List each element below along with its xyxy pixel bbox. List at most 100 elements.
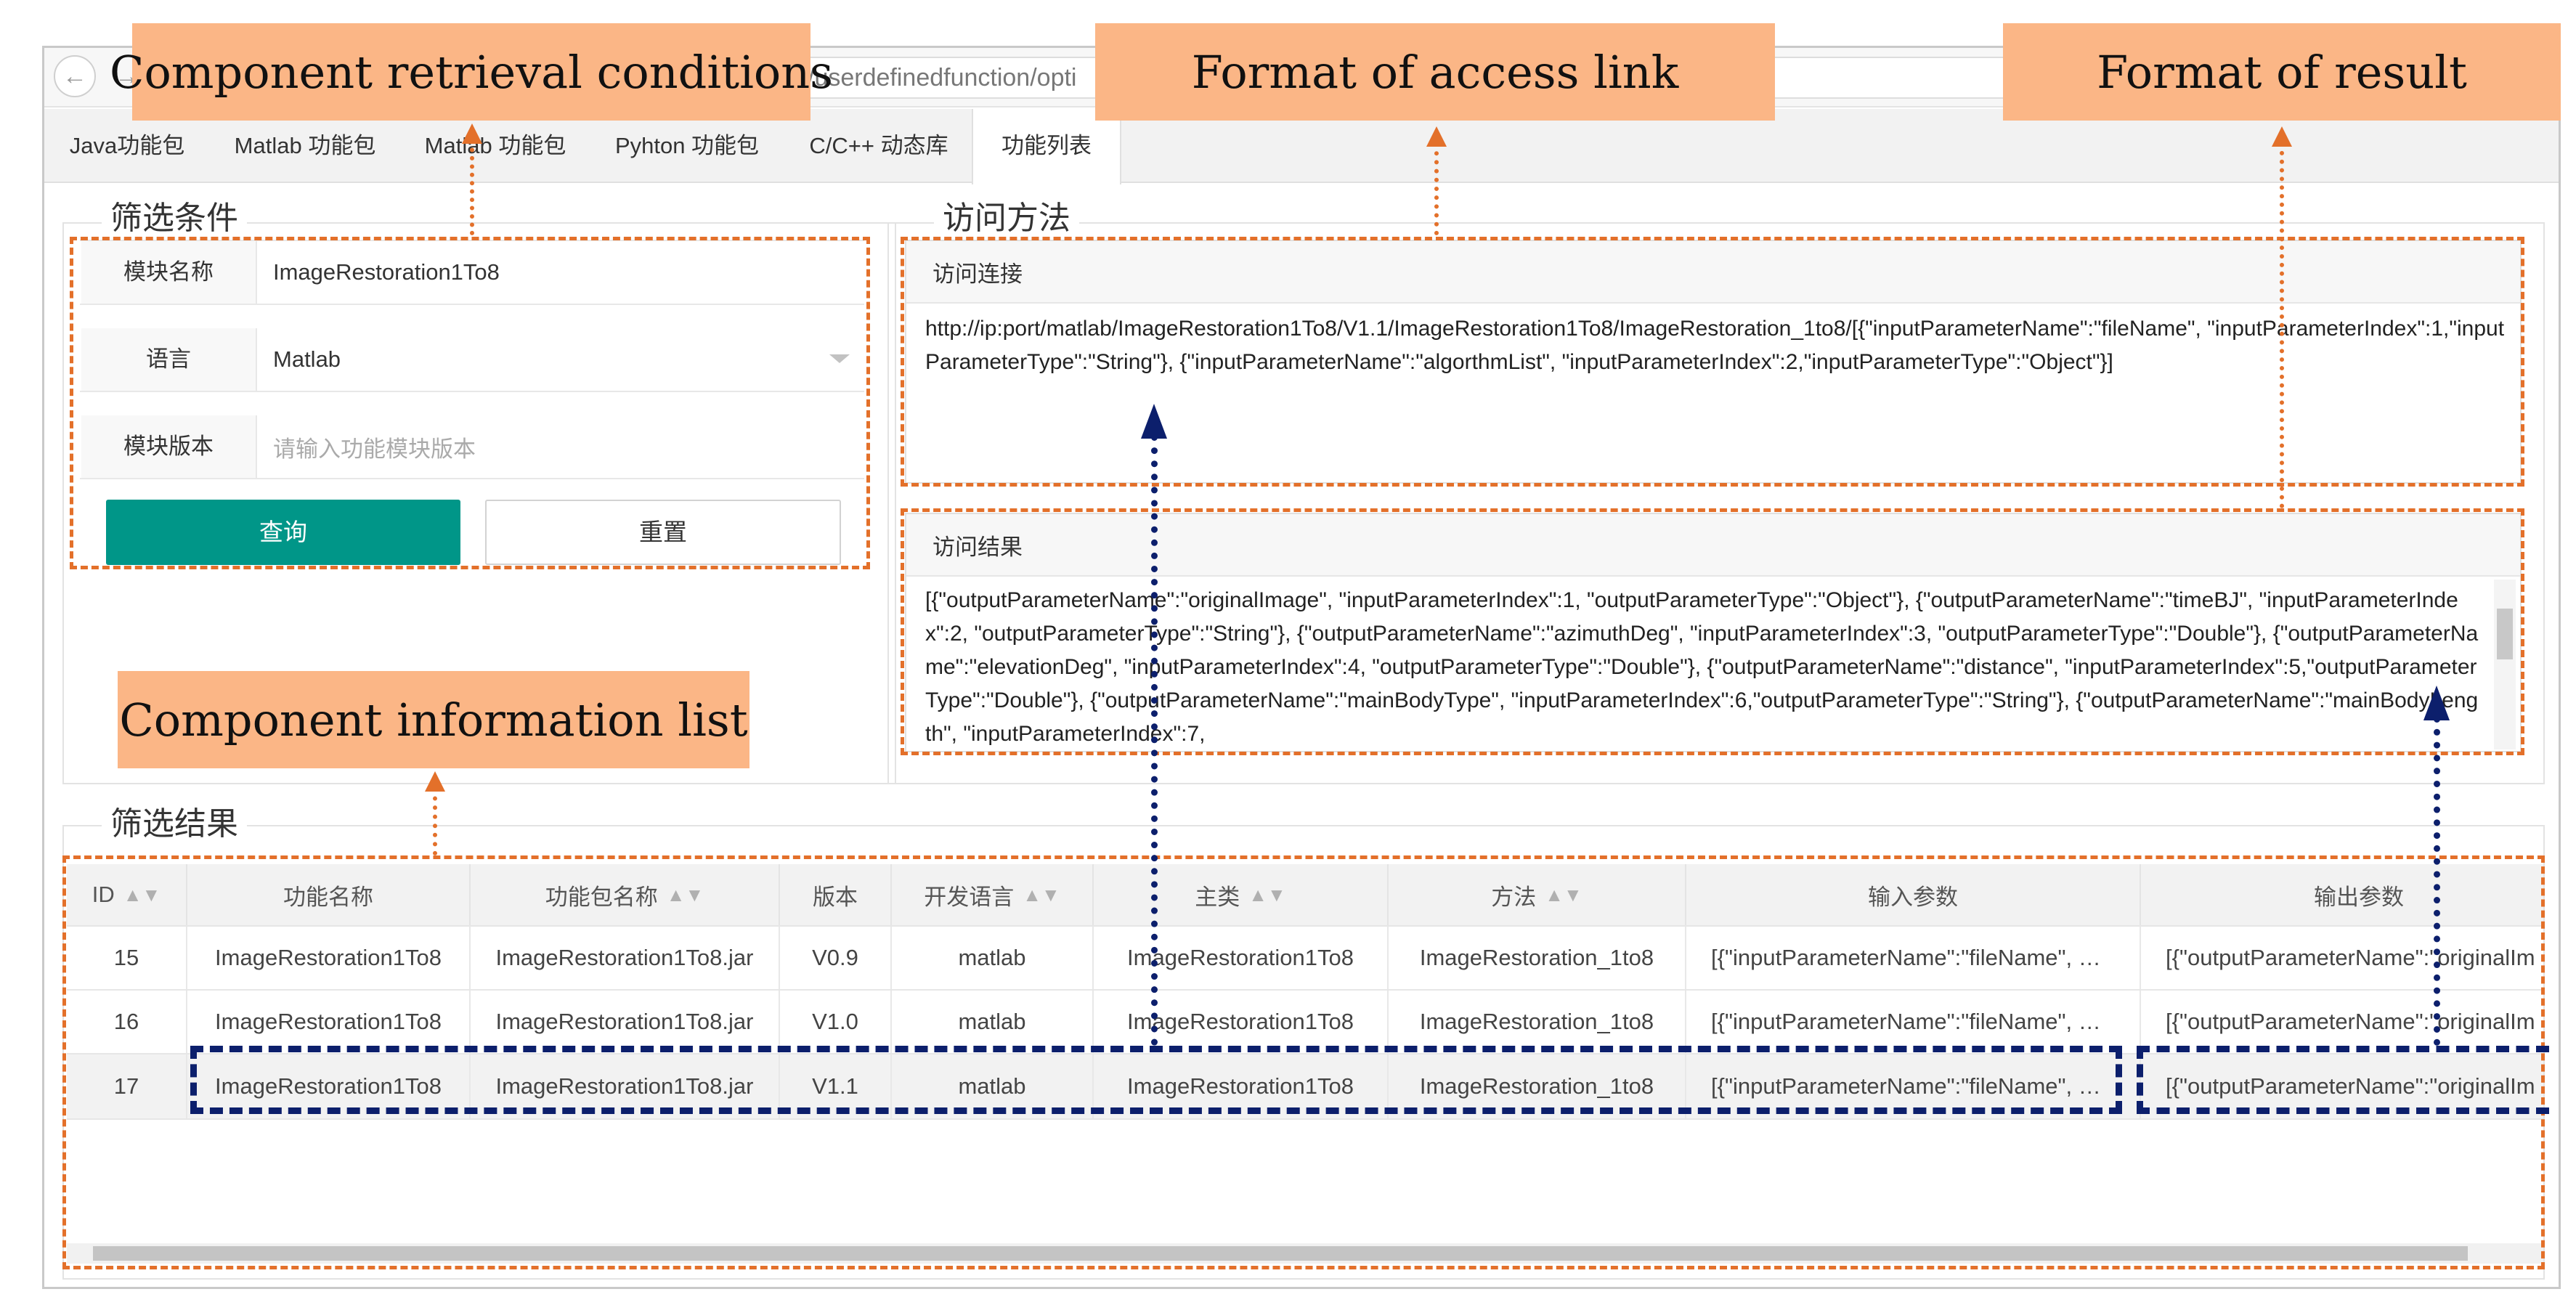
tab-matlab-1[interactable]: Matlab 功能包 <box>234 133 376 158</box>
results-table: ID▲▼ 功能名称 功能包名称 ▲▼ 版本 开发语言▲▼ 主类 ▲▼ 方法 ▲▼ 输入… <box>67 864 2543 1264</box>
access-link-highlight-box <box>901 237 2524 487</box>
language-label: 语言 <box>81 328 256 391</box>
col-method-label: 方法 <box>1491 884 1537 910</box>
cell-output-params: [{"outputParameterName":"originalIm <box>2166 1073 2535 1099</box>
cell-function-name: ImageRestoration1To8 <box>187 991 471 1053</box>
arrow-up-icon <box>2423 686 2450 720</box>
filter-legend: 筛选条件 <box>102 200 247 237</box>
col-output-params-label: 输出参数 <box>2314 884 2404 910</box>
tab-cpp[interactable]: C/C++ 动态库 <box>809 133 948 158</box>
tab-java[interactable]: Java功能包 <box>69 133 185 158</box>
tab-bar <box>44 109 2559 183</box>
filter-fieldset <box>62 222 896 784</box>
module-name-input[interactable]: ImageRestoration1To8 <box>256 241 864 304</box>
cell-language: matlab <box>892 927 1094 989</box>
reset-button[interactable]: 重置 <box>485 500 841 565</box>
col-package-name[interactable]: 功能包名称 ▲▼ <box>471 864 780 925</box>
results-legend: 筛选结果 <box>102 806 247 842</box>
arrow-up-icon <box>2272 126 2292 147</box>
cell-package-name: ImageRestoration1To8.jar <box>471 1054 780 1118</box>
result-to-row-connector <box>2434 716 2440 1046</box>
retrieval-highlight-box <box>70 237 870 569</box>
cell-output-params: [{"outputParameterName":"originalIm <box>2166 945 2535 970</box>
cell-method: ImageRestoration_1to8 <box>1389 991 1686 1053</box>
selected-row-highlight-b <box>2137 1046 2549 1114</box>
cell-output-params: [{"outputParameterName":"originalIm <box>2166 1009 2535 1034</box>
cell-id: 15 <box>67 927 187 989</box>
chevron-down-icon <box>829 354 850 363</box>
cell-version: V0.9 <box>780 927 892 989</box>
form-divider <box>80 240 864 241</box>
col-version-label: 版本 <box>813 884 858 910</box>
cell-package-name: ImageRestoration1To8.jar <box>471 927 780 989</box>
version-input[interactable]: 请输入功能模块版本 <box>256 415 864 478</box>
cell-language: matlab <box>892 1054 1094 1118</box>
table-highlight-box <box>62 855 2545 1269</box>
row-divider <box>67 1118 2543 1120</box>
version-placeholder: 请输入功能模块版本 <box>273 436 476 462</box>
cell-method: ImageRestoration_1to8 <box>1389 1054 1686 1118</box>
access-result-text[interactable]: [{"outputParameterName":"originalImage",… <box>925 588 2479 746</box>
module-name-label: 模块名称 <box>81 241 256 304</box>
arrow-left-icon: ← <box>62 62 87 90</box>
row-divider <box>67 989 2543 991</box>
result-connector <box>2280 142 2284 508</box>
tab-matlab-2[interactable]: Matlab 功能包 <box>424 133 566 158</box>
col-function-name: 功能名称 <box>187 864 471 925</box>
sort-icon[interactable]: ▲▼ <box>1545 883 1582 906</box>
form-divider <box>80 304 864 305</box>
callout-result-format: Format of result <box>2003 23 2561 121</box>
table-row[interactable]: 15 ImageRestoration1To8 ImageRestoration… <box>67 927 2543 989</box>
result-scrollbar-thumb[interactable] <box>2497 609 2513 659</box>
sort-icon[interactable]: ▲▼ <box>1248 883 1286 906</box>
arrow-up-icon <box>1426 126 1447 147</box>
sort-icon[interactable]: ▲▼ <box>1023 883 1060 906</box>
form-divider <box>80 478 864 479</box>
cell-input-params: [{"inputParameterName":"fileName", … <box>1686 1054 2141 1118</box>
version-label: 模块版本 <box>81 415 256 478</box>
col-main-class[interactable]: 主类 ▲▼ <box>1094 864 1389 925</box>
col-function-name-label: 功能名称 <box>283 884 373 910</box>
col-method[interactable]: 方法 ▲▼ <box>1389 864 1686 925</box>
access-link-connector <box>1434 142 1439 235</box>
col-language[interactable]: 开发语言▲▼ <box>892 864 1094 925</box>
access-result-panel: 访问结果 [{"outputParameterName":"originalIm… <box>905 513 2522 752</box>
cell-main-class: ImageRestoration1To8 <box>1094 1054 1389 1118</box>
cell-package-name: ImageRestoration1To8.jar <box>471 991 780 1053</box>
table-hscrollbar-thumb[interactable] <box>93 1246 2468 1261</box>
access-result-title: 访问结果 <box>906 514 2520 577</box>
col-input-params-label: 输入参数 <box>1868 884 1958 910</box>
query-button[interactable]: 查询 <box>106 500 460 565</box>
tab-function-list[interactable]: 功能列表 <box>972 109 1121 184</box>
cell-language: matlab <box>892 991 1094 1053</box>
language-select[interactable]: Matlab <box>256 328 864 391</box>
col-version: 版本 <box>780 864 892 925</box>
cell-main-class: ImageRestoration1To8 <box>1094 991 1389 1053</box>
link-to-row-connector <box>1151 434 1158 1046</box>
result-scrollbar[interactable] <box>2494 580 2516 749</box>
selected-row-highlight-a <box>190 1046 2122 1114</box>
form-divider <box>80 391 864 392</box>
arrow-up-icon <box>425 771 445 792</box>
col-output-params: 输出参数 <box>2141 864 2543 925</box>
table-hscrollbar[interactable] <box>67 1243 2543 1264</box>
back-button[interactable]: ← <box>54 55 96 97</box>
col-id[interactable]: ID▲▼ <box>67 864 187 925</box>
sort-icon[interactable]: ▲▼ <box>666 883 704 906</box>
access-link-text[interactable]: http://ip:port/matlab/ImageRestoration1T… <box>925 317 2505 374</box>
cell-input-params: [{"inputParameterName":"fileName", … <box>1686 991 2141 1053</box>
callout-info-list: Component information list <box>118 671 749 768</box>
retrieval-connector <box>470 139 474 235</box>
col-package-name-label: 功能包名称 <box>545 884 658 910</box>
tab-python[interactable]: Pyhton 功能包 <box>614 133 760 158</box>
table-row[interactable]: 16 ImageRestoration1To8 ImageRestoration… <box>67 991 2543 1053</box>
arrow-up-icon <box>462 123 482 144</box>
col-main-class-label: 主类 <box>1195 884 1240 910</box>
access-link-panel: 访问连接 http://ip:port/matlab/ImageRestorat… <box>905 240 2522 484</box>
cell-version: V1.1 <box>780 1054 892 1118</box>
cell-method: ImageRestoration_1to8 <box>1389 927 1686 989</box>
callout-retrieval-conditions: Component retrieval conditions <box>110 23 833 121</box>
sort-icon[interactable]: ▲▼ <box>123 883 161 906</box>
info-list-connector <box>433 787 437 855</box>
cell-function-name: ImageRestoration1To8 <box>187 927 471 989</box>
